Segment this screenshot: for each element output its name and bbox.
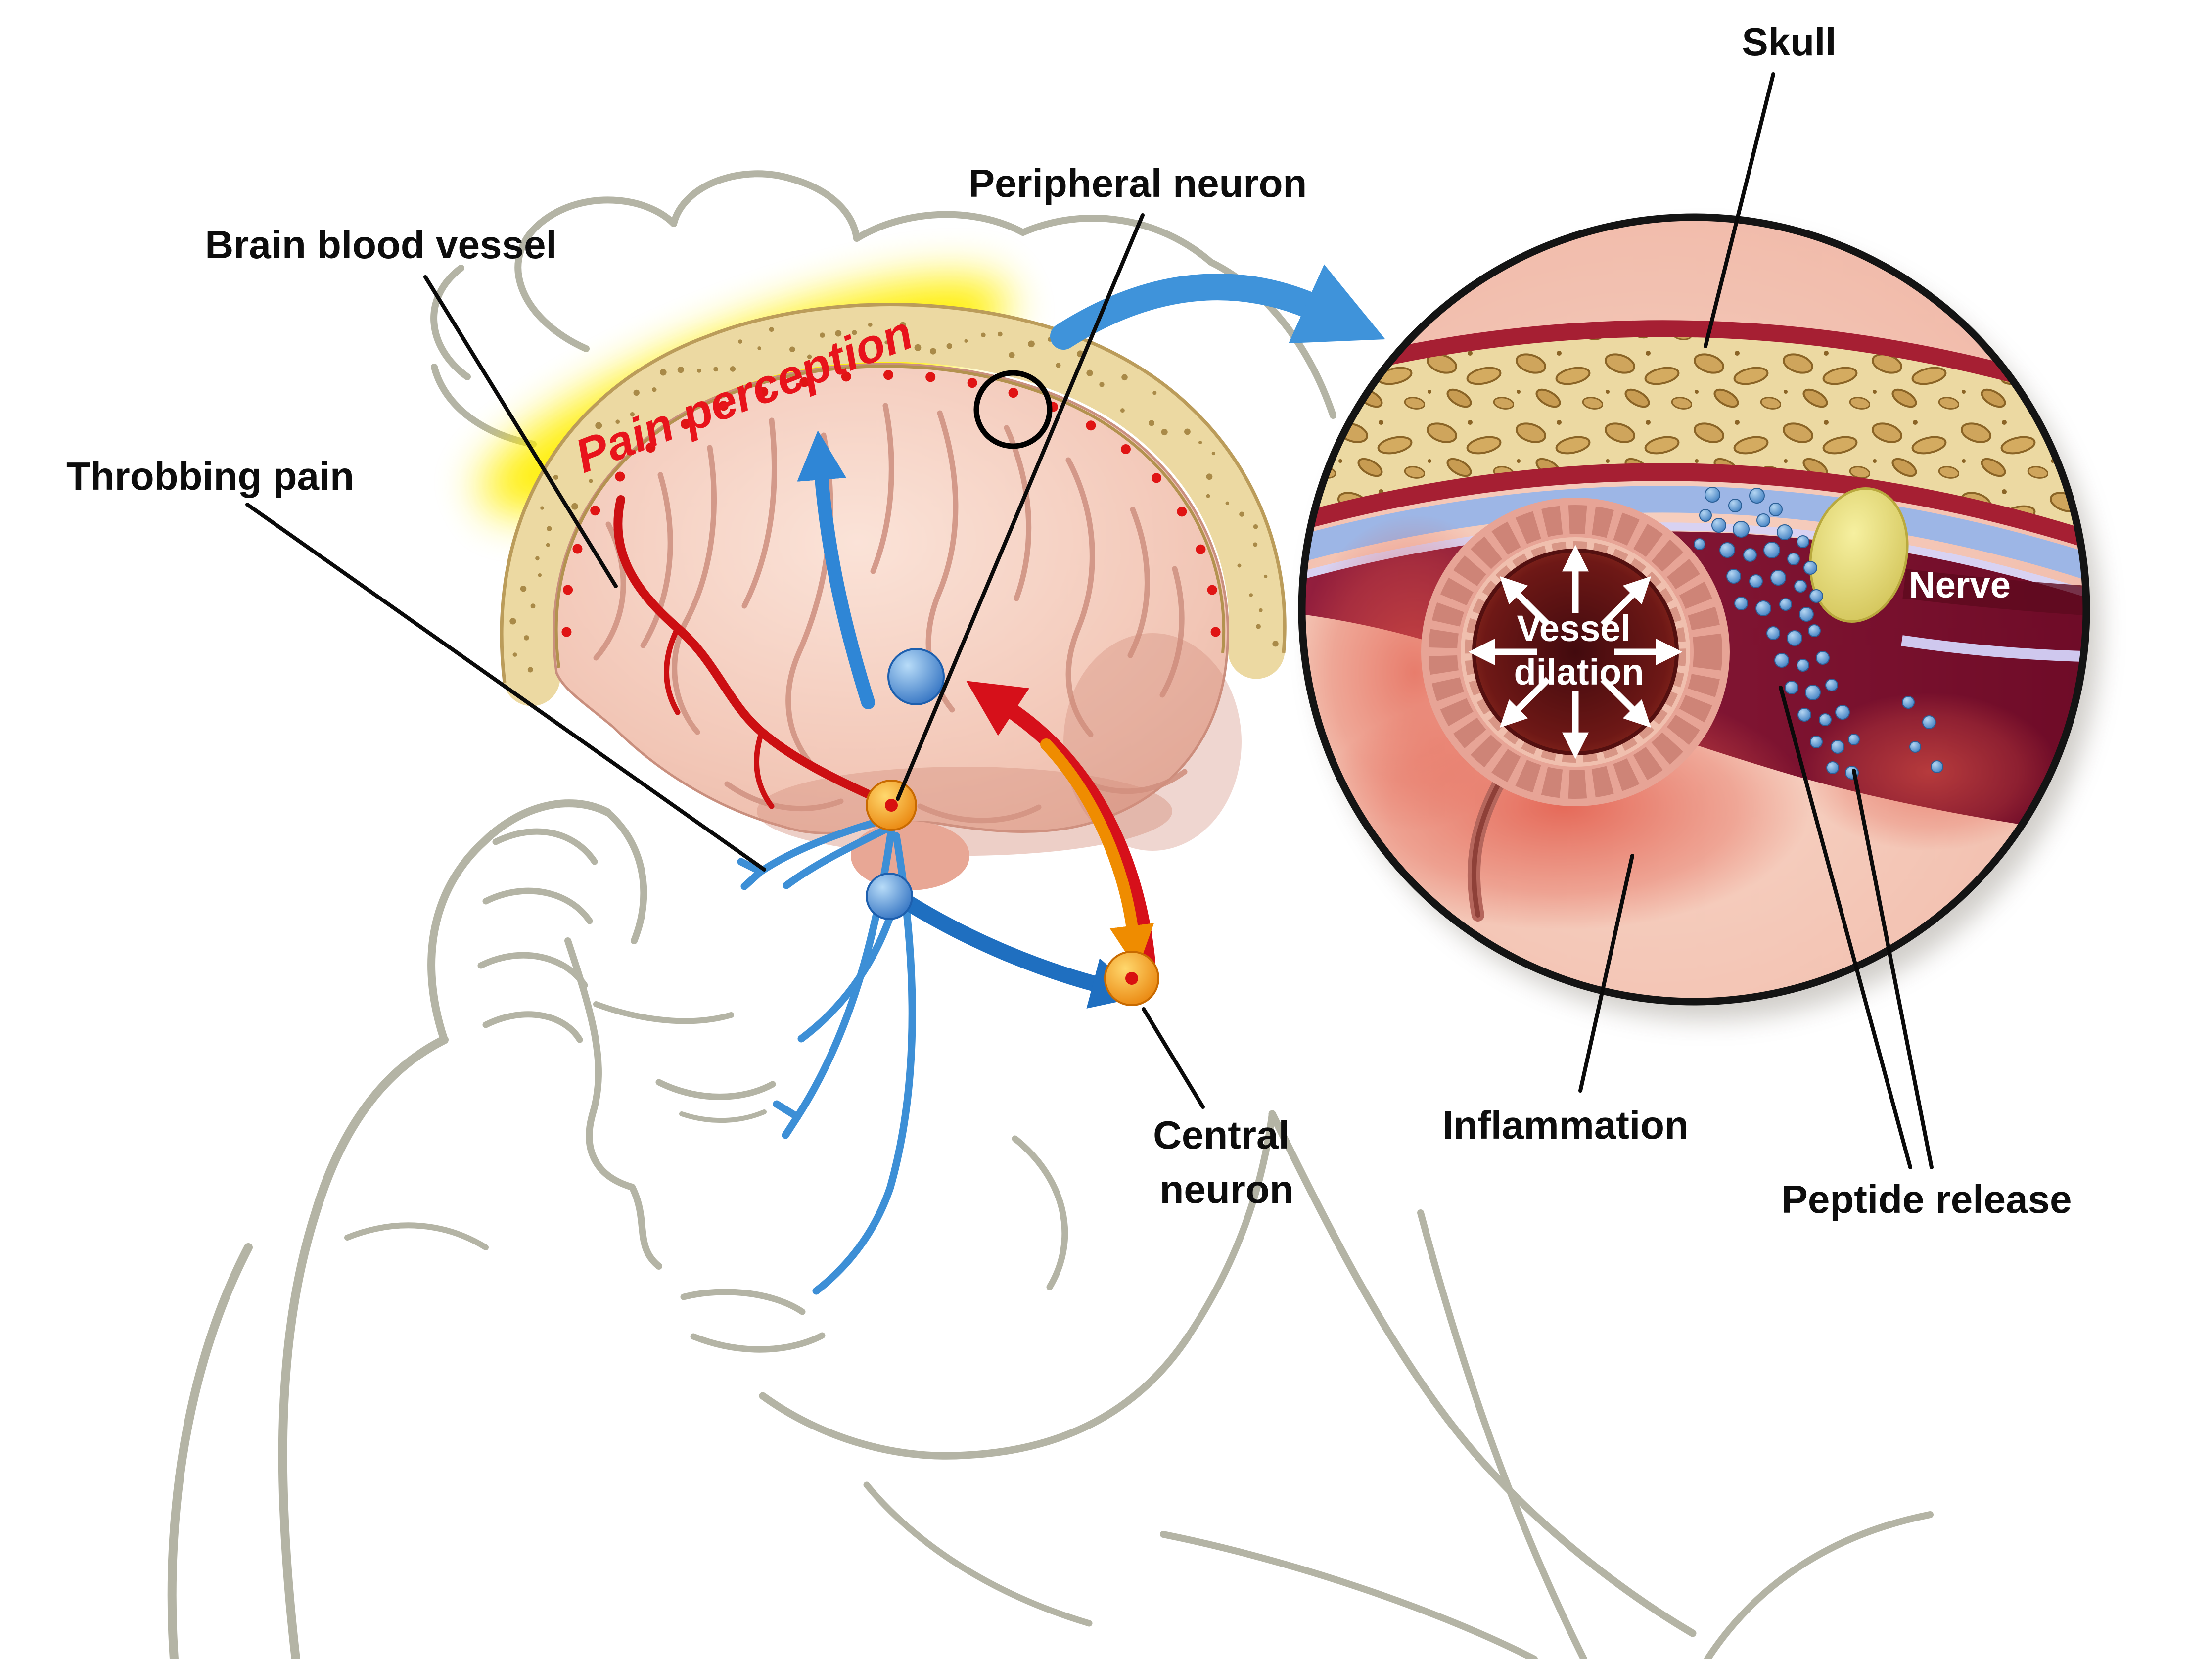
dilated-vessel	[1421, 498, 1730, 806]
skull-outer-edge	[500, 303, 1287, 683]
brain-right-shade	[1063, 633, 1242, 851]
magnified-region-marker	[973, 370, 1053, 449]
orange-signal-arrow	[1040, 738, 1154, 970]
vessel-branch-2	[754, 729, 775, 809]
lower-blue-arrow	[890, 888, 1144, 1009]
ganglion-neuron	[866, 873, 913, 920]
brain-blood-vessel	[613, 495, 882, 803]
thalamic-neuron	[887, 648, 945, 705]
peripheral-neuron-label: Peripheral neuron	[968, 161, 1307, 205]
brain-sulci	[593, 403, 1188, 824]
peptide-release-label: Peptide release	[1782, 1177, 2072, 1221]
leader-peptide-release-1	[1779, 686, 1912, 1169]
leader-inflammation	[1578, 854, 1634, 1093]
leader-throbbing-pain	[245, 503, 766, 872]
magnified-inset: Vessel dilation Nerve	[1298, 213, 2101, 1020]
dilation-arrows	[1468, 545, 1683, 759]
skull-inner-edge	[554, 365, 1226, 668]
skull-label: Skull	[1742, 20, 1836, 64]
leader-peptide-release-2	[1852, 769, 1934, 1169]
brain-section	[500, 303, 1287, 1295]
brain-blood-vessel-label: Brain blood vessel	[205, 223, 556, 267]
ascending-signal-arrow	[797, 430, 875, 709]
peripheral-neuron-core	[885, 799, 898, 812]
inset-border	[1298, 213, 2090, 1006]
vessel-dilation-label: Vessel dilation	[1514, 608, 1644, 692]
leader-central-neuron	[1142, 1007, 1205, 1109]
inflammation-blush-right	[1800, 692, 2058, 851]
skull-bone-band	[1302, 328, 2086, 554]
brainstem	[851, 821, 969, 890]
skull-band	[500, 305, 1286, 706]
peptide-dots	[1694, 487, 1943, 780]
person-sketch	[167, 170, 1934, 1659]
pain-signal-dots	[561, 370, 1221, 637]
central-neuron-core	[1125, 972, 1138, 985]
descending-red-arrow	[966, 681, 1155, 970]
central-neuron-label: Central neuron	[1153, 1113, 1300, 1211]
leader-lines	[245, 72, 1934, 1169]
vessel-branch-1	[664, 625, 681, 715]
skull-speckles	[509, 322, 1279, 673]
inflammation-label: Inflammation	[1442, 1103, 1689, 1147]
nerve-label: Nerve	[1909, 564, 2011, 605]
leader-skull	[1704, 72, 1775, 348]
dark-vessel-band	[1902, 569, 2086, 618]
bone-lower-line	[1302, 463, 2086, 563]
lavender-stripe	[1901, 635, 2086, 663]
throbbing-pain-label: Throbbing pain	[66, 454, 354, 498]
brain-body	[553, 363, 1230, 834]
nerve-body	[1809, 487, 1909, 623]
leader-peripheral-neuron	[896, 213, 1145, 801]
labels: Brain blood vessel Peripheral neuron Thr…	[66, 20, 2072, 1221]
leader-brain-blood-vessel	[423, 275, 618, 588]
feeding-vessel-core	[1471, 777, 1504, 918]
